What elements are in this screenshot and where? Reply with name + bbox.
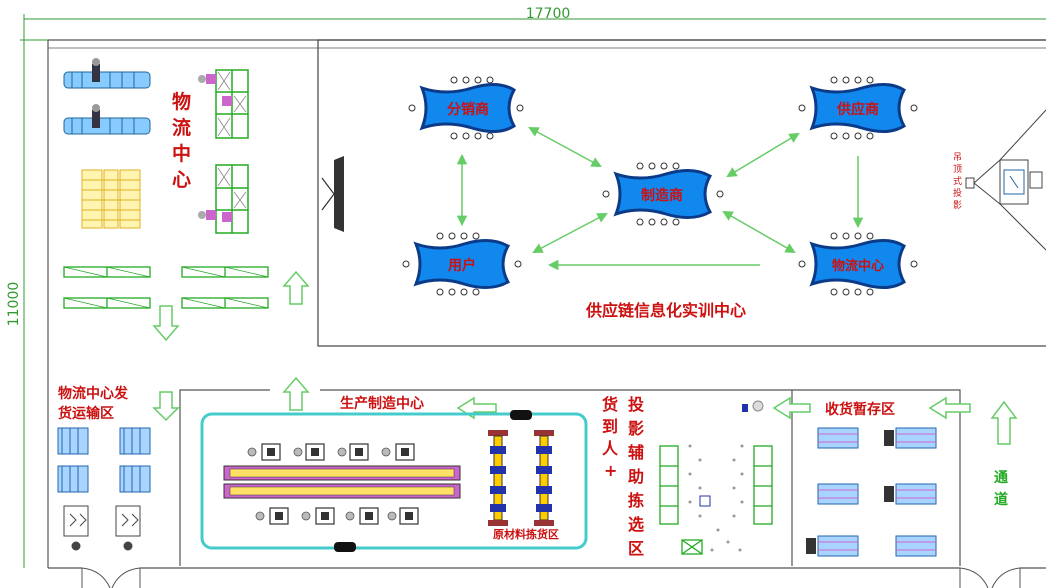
picking-terminal [699,495,711,507]
manufacturing-zone-label: 生产制造中心 [340,395,424,412]
flow-arrow-up [282,376,310,411]
node-logistics: 物流中心 [798,232,918,296]
flow-arrow-up [282,270,310,305]
ceiling-projector [965,109,1046,251]
flow-arrow-left [772,396,811,420]
projector-device [742,404,748,412]
flow-arrows [152,270,1018,445]
relationship-arrows [456,126,864,271]
raw-material-zone-label: 原材料拣货区 [493,527,559,541]
width-dimension: 17700 [526,6,571,22]
robot-picker [198,74,232,222]
node-label: 制造商 [641,187,683,204]
conveyor-unit [63,58,151,89]
arrow-manufacturer-supplier [726,132,800,178]
agv-cart [334,410,532,552]
flow-arrow-down [152,305,180,342]
operator-icon [752,400,764,412]
flow-arrow-down [152,391,180,422]
height-dimension: 11000 [6,282,22,327]
node-manufacturer: 制造商 [602,162,724,226]
pallet-truck [806,430,894,554]
picking-shelf [659,445,773,555]
dimension-annotations: 17700 11000 [6,6,1046,568]
flow-arrow-up [990,400,1018,445]
receiving-zone-label: 收货暂存区 [825,401,895,418]
ceiling-projector-label: 吊顶式投影 [953,152,962,211]
manufacturing-center: 生产制造中心 [200,395,588,552]
goods-to-person-label: 货到人+ [602,395,619,480]
passage-label: 通道 [994,470,1008,508]
training-center-title: 供应链信息化实训中心 [585,301,746,320]
green-shelving [215,69,249,234]
logistics-dispatch-area: 物流中心发 货运输区 [57,385,151,551]
assembly-conveyor [223,465,461,499]
logistics-center-equipment: 物流中心 [63,58,269,309]
arrow-manufacturer-user [532,213,608,253]
door [81,567,1021,588]
projection-picking-area: 货到人+ 投影辅助拣选区 [602,395,773,558]
training-center: 分销商 供应商 制造商 用户 物流中心 [321,76,1046,320]
node-label: 物流中心 [832,258,884,274]
flow-arrow-left [928,396,971,420]
node-distributor: 分销商 [408,76,524,140]
storage-rack [817,427,937,557]
picking-dots [688,444,744,552]
node-label: 供应商 [836,101,879,118]
receiving-area: 收货暂存区 [806,401,937,557]
operator-seat [247,447,397,521]
forklift [63,505,141,551]
storage-rack [57,427,151,493]
building-walls [47,39,1046,569]
node-user: 用户 [402,232,522,296]
production-line-boundary [200,412,588,550]
conveyor-unit [63,104,151,135]
node-label: 分销商 [447,101,489,118]
projection-screen [334,156,344,232]
flat-rack [63,266,269,309]
node-supplier: 供应商 [798,76,918,140]
dispatch-zone-label: 物流中心发 货运输区 [57,385,133,422]
pallet-rack [81,169,141,229]
arrow-distributor-manufacturer [528,126,602,168]
projection-picking-label: 投影辅助拣选区 [628,395,644,558]
logistics-center-label: 物流中心 [172,90,191,191]
node-label: 用户 [448,257,476,274]
workstation [261,443,419,525]
raw-material-rack [488,430,554,526]
arrow-manufacturer-logistics [722,210,796,254]
